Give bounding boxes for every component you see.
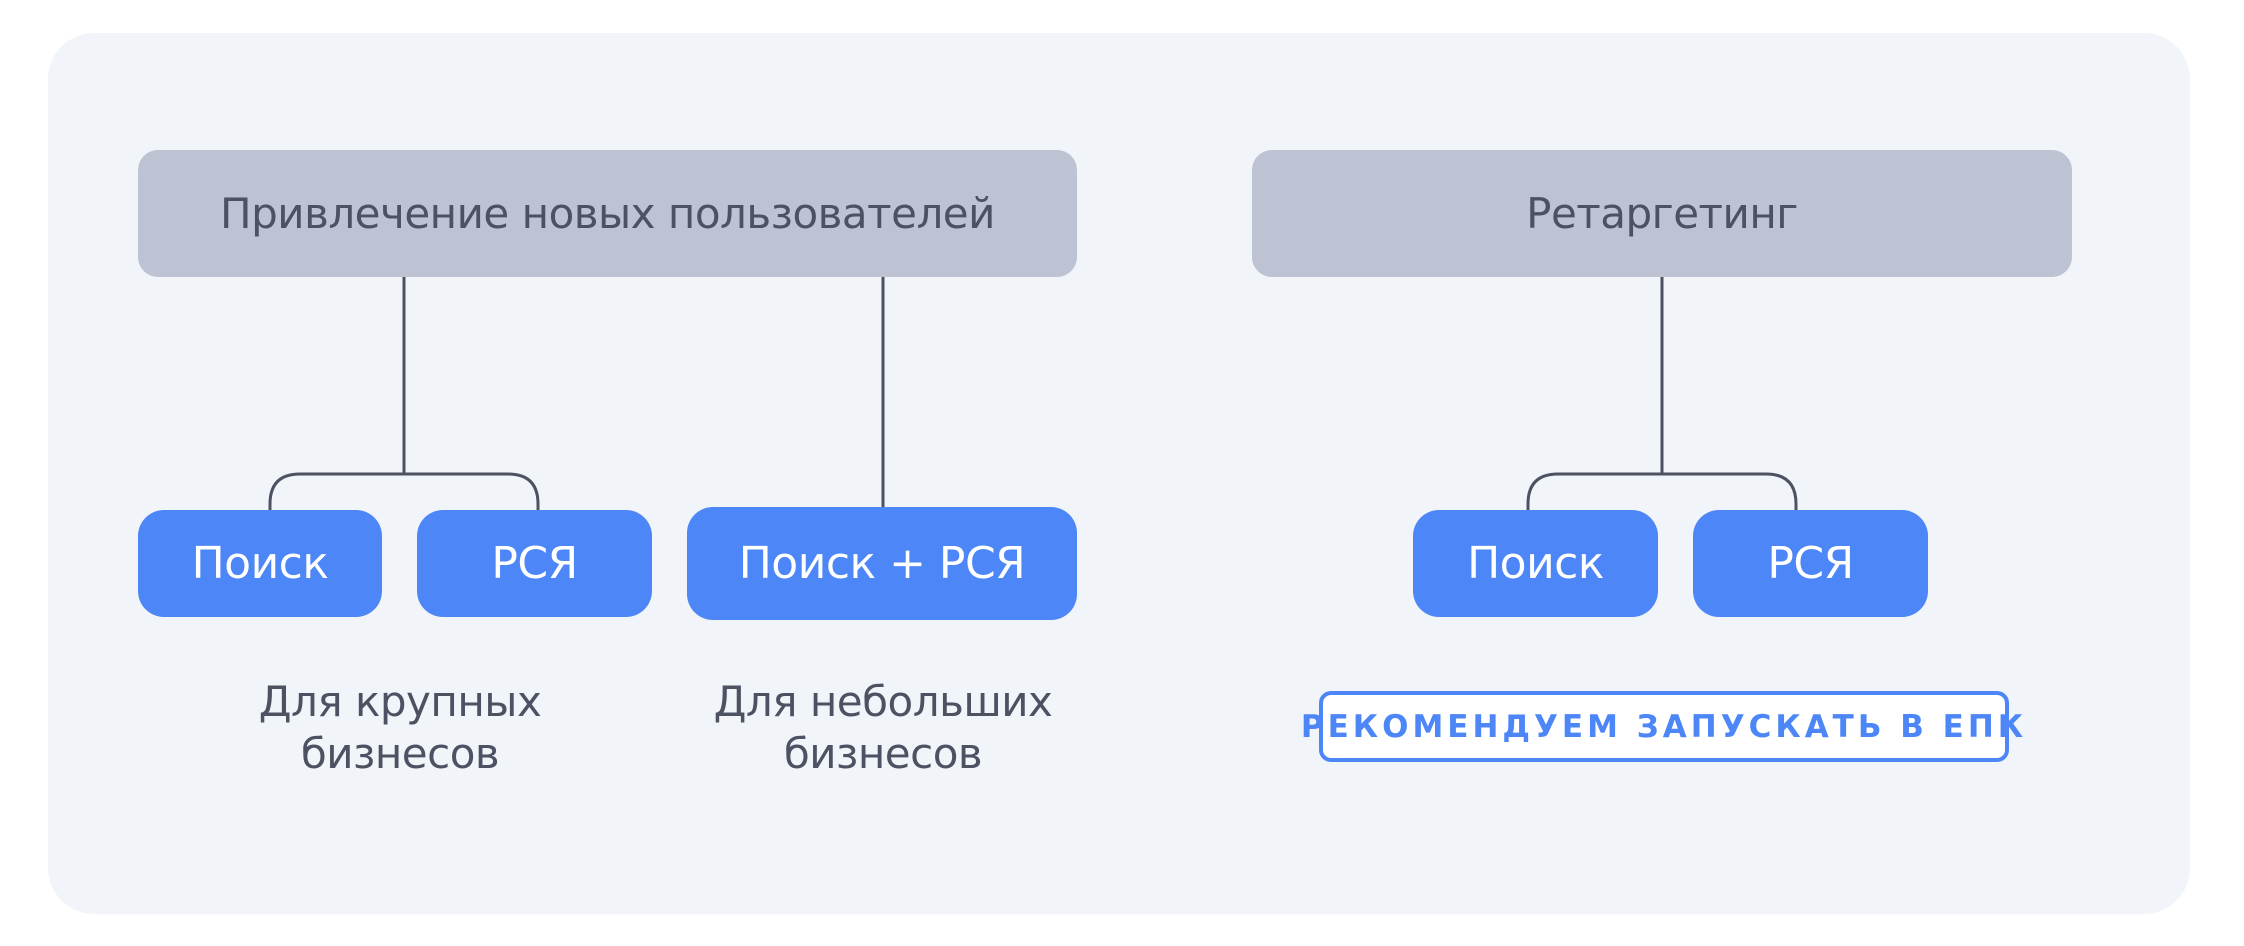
chip-acq-rsya-label: РСЯ — [491, 538, 578, 589]
recommendation-badge: РЕКОМЕНДУЕМ ЗАПУСКАТЬ В ЕПК — [1301, 691, 2023, 762]
chip-ret-search: Поиск — [1413, 510, 1658, 617]
recommendation-label: РЕКОМЕНДУЕМ ЗАПУСКАТЬ В ЕПК — [1300, 708, 2028, 745]
connector-acq-split — [268, 277, 540, 510]
chip-acq-search: Поиск — [138, 510, 382, 617]
chip-ret-rsya-label: РСЯ — [1767, 538, 1854, 589]
chip-acq-combined-label: Поиск + РСЯ — [738, 538, 1026, 589]
chip-ret-rsya: РСЯ — [1693, 510, 1928, 617]
category-retargeting: Ретаргетинг — [1252, 150, 2072, 277]
chip-acq-combined: Поиск + РСЯ — [687, 507, 1077, 620]
caption-large-line2: бизнесов — [300, 729, 500, 778]
caption-small-business: Для небольших бизнесов — [683, 676, 1083, 780]
category-retargeting-label: Ретаргетинг — [1526, 189, 1798, 238]
caption-large-business: Для крупных бизнесов — [200, 676, 600, 780]
caption-small-line2: бизнесов — [783, 729, 983, 778]
caption-small-line1: Для небольших — [713, 677, 1053, 726]
connector-ret-split — [1526, 277, 1798, 510]
category-acquisition-label: Привлечение новых пользователей — [220, 189, 995, 238]
chip-ret-search-label: Поиск — [1467, 538, 1604, 589]
category-acquisition: Привлечение новых пользователей — [138, 150, 1077, 277]
chip-acq-rsya: РСЯ — [417, 510, 652, 617]
chip-acq-search-label: Поиск — [191, 538, 329, 589]
caption-large-line1: Для крупных — [258, 677, 542, 726]
